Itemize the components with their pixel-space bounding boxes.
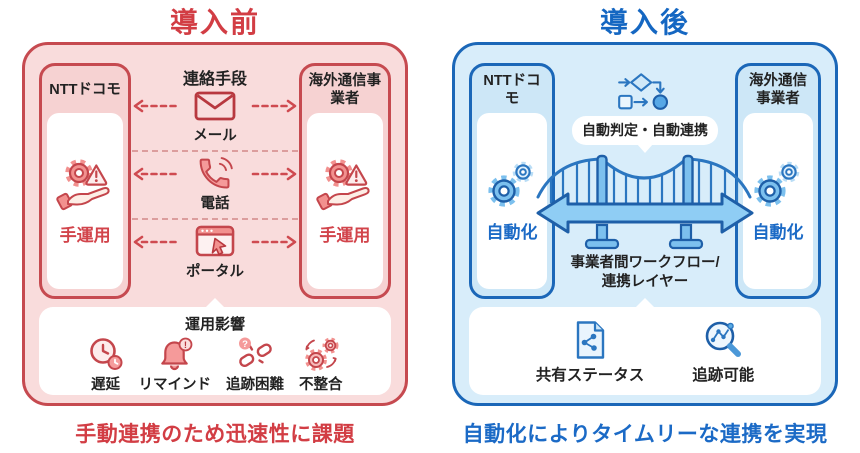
after-main-row: NTTドコモ 自動化 <box>469 63 821 299</box>
portal-icon <box>195 225 235 256</box>
dashed-arrow-left-icon <box>133 235 179 249</box>
flowchart-icon <box>618 73 669 110</box>
before-box: NTTドコモ 手運用 <box>22 42 408 406</box>
impact-label: 追跡困難 <box>226 377 284 393</box>
clock-delay-icon <box>89 338 122 370</box>
party-name: NTTドコモ <box>49 82 121 99</box>
party-status: 自動化 <box>486 223 538 242</box>
benefit-items: 共有ステータス 追跡可能 <box>469 307 821 395</box>
impact-item-delay: 遅延 <box>88 336 124 394</box>
bridge-graphic <box>536 151 754 251</box>
dashed-arrow-right-icon <box>251 235 297 249</box>
impact-label: 不整合 <box>299 377 343 393</box>
party-card: 手運用 <box>47 113 124 289</box>
hand-gear-warning-icon <box>56 159 110 211</box>
party-name: 海外通信事業者 <box>308 73 382 107</box>
channel-label: 電話 <box>200 196 230 212</box>
channel-label: ポータル <box>186 264 244 280</box>
channel-row-portal: ポータル <box>133 224 297 281</box>
channel-portal: ポータル <box>179 224 251 281</box>
hand-gear-warning-icon <box>316 159 370 211</box>
impact-item-reminder: ! リマインド <box>138 336 212 394</box>
channel-label: メール <box>193 128 237 144</box>
impact-header: 運用影響 <box>184 316 245 333</box>
bridge-label: 事業者間ワークフロー/ 連携レイヤー <box>570 255 720 290</box>
panel-after: 導入後 NTTドコモ 自動化 <box>430 0 860 453</box>
benefit-label: 追跡可能 <box>692 367 755 384</box>
dashed-arrow-left-icon <box>133 167 179 181</box>
channels-header: 連絡手段 <box>182 71 247 88</box>
svg-text:?: ? <box>242 339 248 350</box>
divider <box>132 218 298 220</box>
phone-icon <box>199 156 233 188</box>
gears-automation-icon <box>488 161 534 207</box>
channel-mail: メール <box>179 88 251 145</box>
channel-row-mail: メール <box>133 88 297 145</box>
before-caption: 手動連携のため迅速性に課題 <box>75 423 355 446</box>
after-party-nttdocomo: NTTドコモ 自動化 <box>469 63 555 299</box>
party-card: 自動化 <box>477 113 547 289</box>
dashed-arrow-left-icon <box>133 99 179 113</box>
gears-mismatch-icon <box>304 337 339 371</box>
benefits-box: 共有ステータス 追跡可能 <box>469 298 821 395</box>
dashed-arrow-right-icon <box>251 99 297 113</box>
magnifier-track-icon <box>705 321 742 357</box>
panel-before: 導入前 NTTドコモ <box>22 7 408 446</box>
gears-automation-icon <box>754 161 800 207</box>
workflow-area: 自動判定・自動連携 <box>536 63 754 299</box>
mail-icon <box>194 91 236 120</box>
automation-bubble: 自動判定・自動連携 <box>572 116 718 153</box>
after-caption: 自動化によりタイムリーな連携を実現 <box>462 423 828 446</box>
after-title: 導入後 <box>599 7 690 38</box>
impact-item-hard-to-track: ? 追跡困難 <box>226 336 284 394</box>
party-status: 自動化 <box>752 223 804 242</box>
impact-item-mismatch: 不整合 <box>299 336 343 394</box>
benefit-item-shared-status: 共有ステータス <box>535 319 645 385</box>
impact-label: リマインド <box>138 377 212 393</box>
channel-phone: 電話 <box>179 156 251 213</box>
document-share-icon <box>576 321 605 359</box>
before-title: 導入前 <box>169 7 260 38</box>
operational-impact-box: 運用影響 遅延 <box>39 298 391 395</box>
party-status: 手運用 <box>59 226 111 245</box>
before-party-overseas-carrier: 海外通信事業者 手運用 <box>298 63 391 299</box>
party-name: NTTドコモ <box>483 73 541 107</box>
impact-items: 遅延 ! リマインド <box>39 336 391 394</box>
dashed-arrow-right-icon <box>251 167 297 181</box>
bridge-double-arrow-icon <box>536 154 754 250</box>
after-box: NTTドコモ 自動化 <box>452 42 838 406</box>
divider <box>132 150 298 152</box>
impact-label: 遅延 <box>91 377 120 393</box>
before-main-row: NTTドコモ 手運用 <box>39 63 391 299</box>
before-party-nttdocomo: NTTドコモ 手運用 <box>39 63 132 299</box>
broken-link-icon: ? <box>239 337 272 368</box>
after-party-overseas-carrier: 海外通信事業者 自動化 <box>735 63 821 299</box>
svg-text:!: ! <box>184 340 187 351</box>
party-card: 自動化 <box>743 113 813 289</box>
channel-row-phone: 電話 <box>133 156 297 213</box>
party-card: 手運用 <box>306 113 383 289</box>
benefit-label: 共有ステータス <box>535 367 645 384</box>
contact-channels: 連絡手段 <box>131 63 299 299</box>
bell-reminder-icon: ! <box>160 337 193 371</box>
benefit-item-trackable: 追跡可能 <box>692 319 754 385</box>
party-name: 海外通信事業者 <box>749 73 807 107</box>
party-status: 手運用 <box>319 226 371 245</box>
